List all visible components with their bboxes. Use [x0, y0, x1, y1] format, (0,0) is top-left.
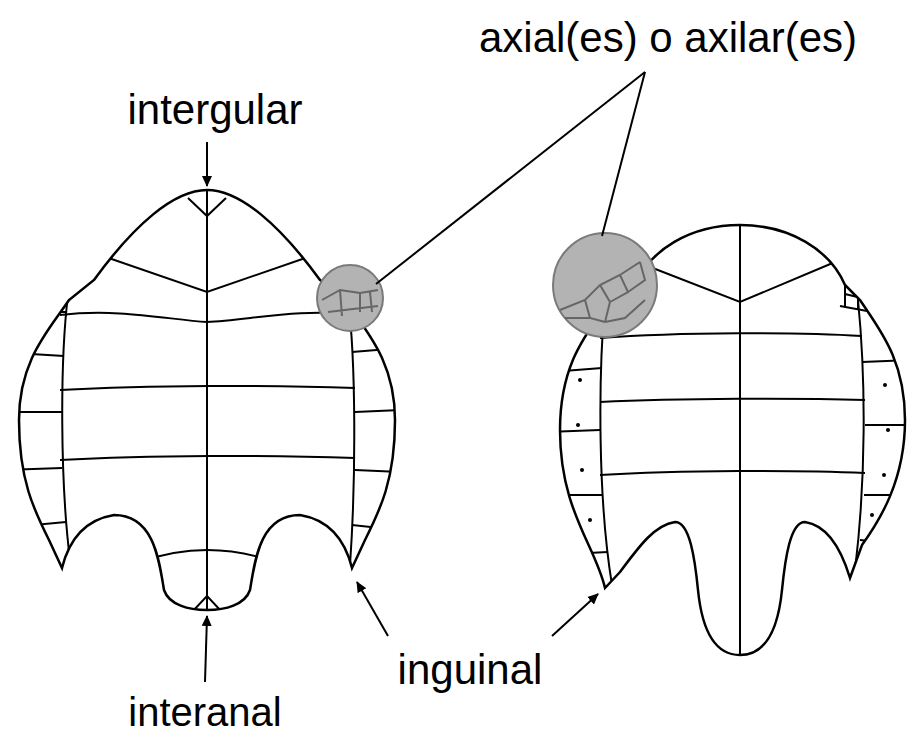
leader-lines	[205, 72, 645, 682]
part-label: axial(es) o axilar(es)	[477, 15, 859, 61]
label-text: inguinal	[398, 646, 543, 693]
part-label: inguinal	[396, 647, 545, 693]
part-label: intergular	[125, 87, 304, 133]
label-text: interanal	[128, 690, 281, 734]
plastron-fill	[19, 190, 395, 610]
part-label: interanal	[126, 690, 283, 734]
axillary-highlight	[317, 233, 657, 337]
scute-seams	[0, 190, 400, 612]
label-text: intergular	[127, 86, 302, 133]
pore-dots	[576, 378, 890, 522]
label-text: axial(es) o axilar(es)	[479, 14, 857, 61]
scute-seams	[550, 225, 910, 655]
